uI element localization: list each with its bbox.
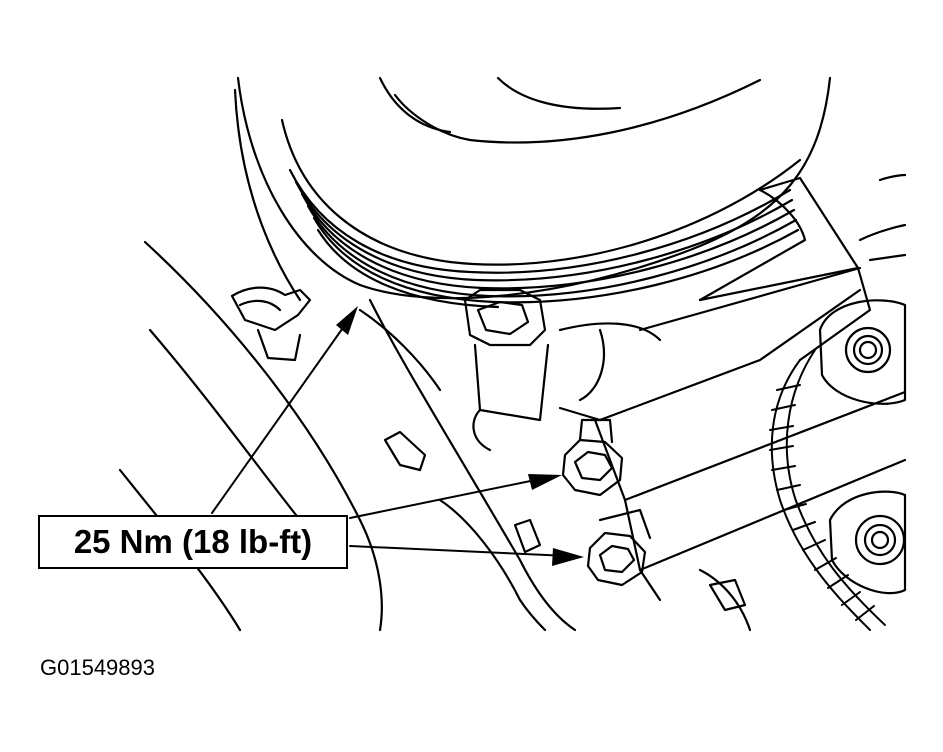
nut-upper xyxy=(561,418,624,497)
torque-callout-label: 25 Nm (18 lb-ft) xyxy=(73,523,313,560)
arrowhead-pulley xyxy=(336,306,358,335)
mounting-hole-upper xyxy=(818,299,907,405)
arrowhead-lower-nut xyxy=(552,548,584,566)
wire-harness xyxy=(769,349,886,631)
arrowhead-upper-nut xyxy=(528,474,562,490)
pulley xyxy=(236,76,832,309)
mounting-hole-lower xyxy=(828,490,907,595)
outline-contours xyxy=(118,88,752,632)
torque-callout-box: 25 Nm (18 lb-ft) xyxy=(38,515,348,569)
figure-id: G01549893 xyxy=(40,655,155,680)
nut-lower xyxy=(586,508,652,587)
callout-leader-lines xyxy=(211,314,569,557)
bolt-head xyxy=(463,288,550,452)
bracket xyxy=(558,173,907,602)
clip xyxy=(230,286,542,554)
leader-arrow-pulley xyxy=(211,314,353,514)
leader-arrow-upper-nut xyxy=(349,477,546,519)
leader-arrow-lower-nut xyxy=(349,545,569,557)
arrow-heads xyxy=(336,306,584,566)
